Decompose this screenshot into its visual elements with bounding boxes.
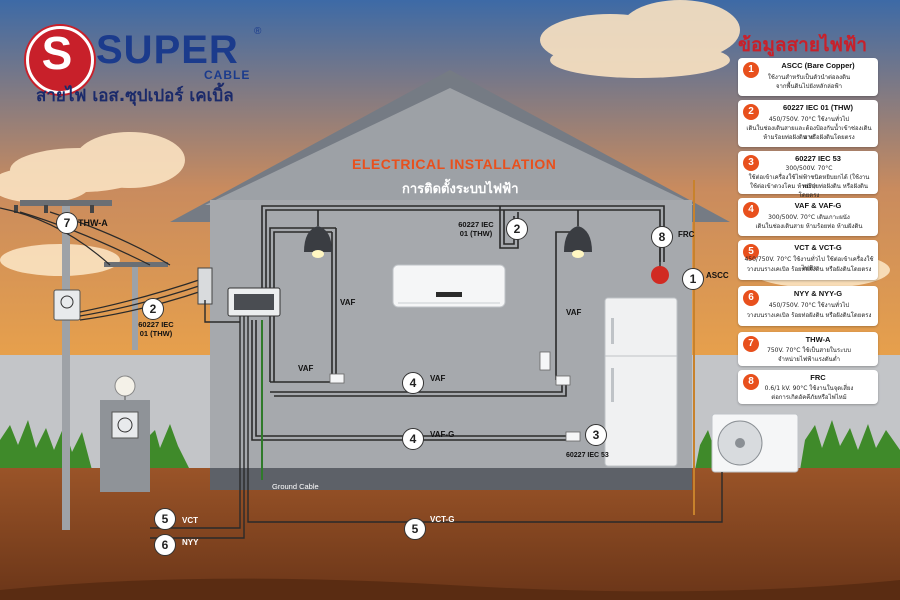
logo-s-glyph: S xyxy=(41,27,73,79)
card-desc-line: 0.6/1 kV. 90°C ใช้งานในจุดเสี่ยง xyxy=(764,385,854,392)
card-badge: 4 xyxy=(743,202,759,218)
info-card: 5 VCT & VCT-G 450/750V. 70°C ใช้งานทั่วไ… xyxy=(738,240,878,280)
label-nyy: NYY xyxy=(182,538,199,547)
card-title: THW-A xyxy=(805,335,831,344)
info-card: 7 THW-A 750V. 70°C ใช้เป็นสายในระบบ จำหน… xyxy=(738,332,878,366)
card-desc-line: เดินในช่องเดินสาย ห้ามร้อยท่อ ห้ามฝังดิน xyxy=(755,223,863,230)
electric-pole-main xyxy=(14,200,112,530)
card-desc-line: 450/750V. 70°C ใช้งานทั่วไป ใช้ต่อเข้าเค… xyxy=(744,256,874,272)
outdoor-ac-unit xyxy=(711,413,799,473)
card-title: 60227 IEC 01 (THW) xyxy=(782,103,854,112)
card-desc-line: จำหน่ายไฟฟ้าแรงดันต่ำ xyxy=(778,356,840,363)
info-card: 6 NYY & NYY-G 450/750V. 70°C ใช้งานทั่วไ… xyxy=(738,286,878,326)
marker-8: 8 xyxy=(651,226,673,248)
marker-4-vaf: 4 xyxy=(402,372,424,394)
marker-1: 1 xyxy=(682,268,704,290)
electric-pole-secondary xyxy=(104,262,168,350)
card-badge: 3 xyxy=(743,155,759,171)
outlets xyxy=(329,351,581,442)
refrigerator xyxy=(604,297,678,467)
card-title: 60227 IEC 53 xyxy=(795,154,841,163)
label-thw-a: THW-A xyxy=(78,218,108,228)
service-cables xyxy=(150,300,723,539)
diagram-title: ELECTRICAL INSTALLATION xyxy=(352,156,557,172)
label-iec53: 60227 IEC 53 xyxy=(566,452,609,459)
card-badge: 7 xyxy=(743,336,759,352)
card-desc-line: 450/750V. 70°C ใช้งานทั่วไป xyxy=(768,302,850,309)
card-title: ASCC (Bare Copper) xyxy=(781,61,855,70)
marker-2-house: 2 xyxy=(506,218,528,240)
card-desc-line: 450/750V. 70°C ใช้งานทั่วไป xyxy=(768,116,850,123)
card-badge: 5 xyxy=(743,244,759,260)
logo-mark-icon xyxy=(26,26,94,94)
label-ground-cable: Ground Cable xyxy=(272,482,319,491)
pendant-lamp-right xyxy=(564,210,592,258)
brand-thai-name: สายไฟ เอส.ซุปเปอร์ เคเบิ้ล xyxy=(36,86,234,106)
brand-sub: CABLE xyxy=(204,68,251,82)
brand-name: SUPER xyxy=(96,28,239,72)
marker-5-vct: 5 xyxy=(154,508,176,530)
overhead-lines xyxy=(0,207,206,321)
label-frc: FRC xyxy=(678,230,695,239)
info-card: 3 60227 IEC 53 300/500V. 70°C ใช้ต่อเข้า… xyxy=(738,151,878,199)
label-vaf-floor: VAF xyxy=(298,364,314,373)
card-desc-line: ห้ามร้อยท่อฝังดิน หรือฝังดินโดยตรง xyxy=(763,134,855,141)
panel-title: ข้อมูลสายไฟฟ้า xyxy=(738,34,868,56)
marker-2-pole: 2 xyxy=(142,298,164,320)
info-card: 4 VAF & VAF-G 300/500V. 70°C เดินเกาะผนั… xyxy=(738,198,878,236)
card-title: VCT & VCT-G xyxy=(794,243,842,252)
label-vct-g: VCT-G xyxy=(430,515,455,524)
ground-meter-pillar xyxy=(100,375,150,492)
info-card: 2 60227 IEC 01 (THW) 450/750V. 70°C ใช้ง… xyxy=(738,100,878,147)
marker-6: 6 xyxy=(154,534,176,556)
marker-5-vct-g: 5 xyxy=(404,518,426,540)
card-desc-line: 300/500V. 70°C เดินเกาะผนัง xyxy=(768,214,850,221)
label-thw-house: 60227 IEC 01 (THW) xyxy=(458,220,494,238)
pendant-lamp-left xyxy=(304,210,332,258)
distribution-board xyxy=(197,267,281,317)
air-conditioner xyxy=(392,264,506,308)
card-desc-line: เดินในช่องเดินสายและต้องป้องกันน้ำเข้าช่… xyxy=(746,125,872,141)
label-vaf-left: VAF xyxy=(340,298,356,307)
marker-4-vaf-g: 4 xyxy=(402,428,424,450)
card-desc-line: ใช้ต่อเข้าดวงโคม ห้ามร้อยท่อฝังดิน หรือฝ… xyxy=(749,183,869,199)
card-desc-line: ใช้ต่อเข้าเครื่องใช้ไฟฟ้าชนิดหยิบยกได้ (… xyxy=(748,174,870,190)
label-ascc: ASCC xyxy=(706,271,729,280)
card-desc-line: วางบนรางเคเบิล ร้อยท่อฝังดิน หรือฝังดินโ… xyxy=(746,312,872,319)
card-desc-line: 300/500V. 70°C xyxy=(785,165,833,172)
card-title: VAF & VAF-G xyxy=(794,201,842,210)
label-vaf-right: VAF xyxy=(566,308,582,317)
clouds xyxy=(0,0,890,288)
card-title: NYY & NYY-G xyxy=(793,289,843,298)
diagram-subtitle: การติดตั้งระบบไฟฟ้า xyxy=(402,182,519,197)
card-badge: 1 xyxy=(743,62,759,78)
card-desc-line: วางบนรางเคเบิล ร้อยท่อฝังดิน หรือฝังดินโ… xyxy=(746,266,872,273)
card-badge: 6 xyxy=(743,290,759,306)
registered-icon: ® xyxy=(254,26,262,37)
label-vaf-main: VAF xyxy=(430,374,446,383)
info-card: 8 FRC 0.6/1 kV. 90°C ใช้งานในจุดเสี่ยง ต… xyxy=(738,370,878,404)
super-cable-logo: S SUPER CABLE ® xyxy=(26,24,266,104)
marker-3: 3 xyxy=(585,424,607,446)
label-vaf-g: VAF-G xyxy=(430,430,455,439)
card-desc-line: 750V. 70°C ใช้เป็นสายในระบบ xyxy=(767,347,851,354)
card-desc-line: จากพื้นดินไปยังหลักล่อฟ้า xyxy=(775,83,842,90)
info-card: 1 ASCC (Bare Copper) ใช้งานสำหรับเป็นตัว… xyxy=(738,58,878,96)
card-desc-line: ใช้งานสำหรับเป็นตัวนำต่อลงดิน xyxy=(767,74,851,81)
card-badge: 2 xyxy=(743,104,759,120)
label-thw-pole: 60227 IEC 01 (THW) xyxy=(138,320,174,338)
card-title: FRC xyxy=(810,373,826,382)
label-vct: VCT xyxy=(182,516,198,525)
card-badge: 8 xyxy=(743,374,759,390)
card-desc-line: ต่อการเกิดอัคคีภัยหรือไฟไหม้ xyxy=(771,394,847,401)
marker-7: 7 xyxy=(56,212,78,234)
